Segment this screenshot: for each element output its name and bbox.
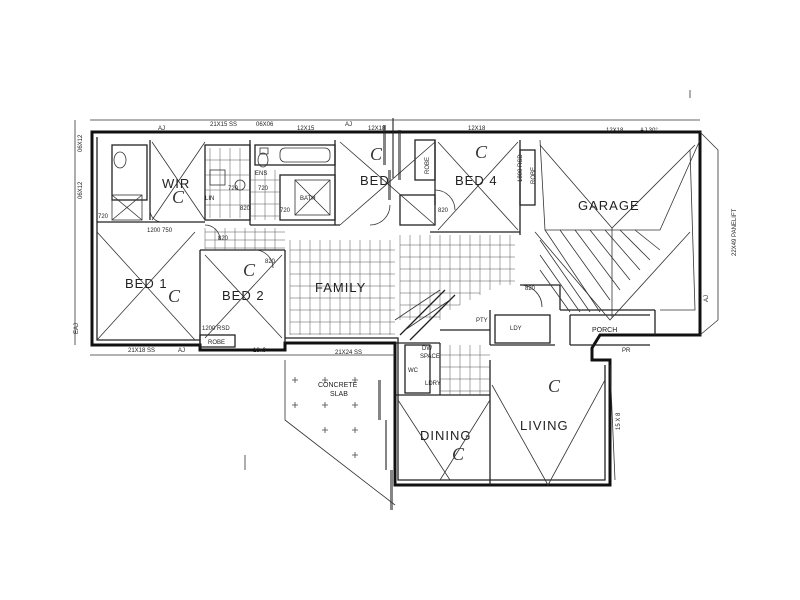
fixtures xyxy=(111,147,331,221)
room-label-family: FAMILY xyxy=(315,280,366,295)
dim-bed1-door: 1200 750 xyxy=(147,228,173,234)
ceiling-diagonals xyxy=(96,139,701,486)
dim-pty: PTY xyxy=(476,318,488,324)
dim-door-820e: 820 xyxy=(218,236,229,242)
dim-ldry: LDRY xyxy=(425,381,441,387)
dim-lin: LIN xyxy=(205,196,214,202)
dim-bottom-mid: 21X24 SS xyxy=(335,350,362,356)
dim-top-3: 12X15 xyxy=(297,126,315,132)
dim-bed2-robe: 1200 RSD xyxy=(202,326,230,332)
door-swings xyxy=(149,189,543,308)
dim-bed2-window: 18x9 xyxy=(253,348,267,354)
slab-label-line1: CONCRETE xyxy=(318,382,358,389)
garage-hatching xyxy=(539,229,661,313)
dim-bed4-robe-label: ROBE xyxy=(531,167,537,184)
room-label-garage: GARAGE xyxy=(578,198,640,213)
slab-marks xyxy=(292,377,358,458)
ceiling-mark: C xyxy=(475,142,488,162)
exterior-marks xyxy=(74,90,719,506)
dim-dw: DW xyxy=(422,346,432,352)
tile-grid xyxy=(204,148,515,395)
ceiling-mark: C xyxy=(172,187,185,207)
room-labels: WIR BED 1 BED 2 BED BED 4 GARAGE FAMILY … xyxy=(125,173,640,443)
dimension-labels: AJ 21X15 SS 06X06 12X15 AJ 12X18 12X18 1… xyxy=(74,122,738,430)
dim-door-720d: 720 xyxy=(280,208,291,214)
dim-door-820d: 820 xyxy=(525,286,536,292)
dim-top-1: 21X15 SS xyxy=(210,122,237,128)
room-label-bed2: BED 2 xyxy=(222,288,265,303)
dim-bed2-robe-label: ROBE xyxy=(208,340,225,346)
dim-door-720c: 720 xyxy=(258,186,269,192)
dim-right: 15 X 8 xyxy=(616,412,622,430)
dim-left-mid: 06X12 xyxy=(78,181,84,199)
room-label-bed4: BED 4 xyxy=(455,173,498,188)
dim-bed3-robe: ROBE xyxy=(425,157,431,174)
dim-aj-top-mid: AJ xyxy=(345,122,352,128)
dim-door-720a: 720 xyxy=(98,214,109,220)
dim-top-5: 12X18 xyxy=(468,126,486,132)
dim-bath: BATH xyxy=(300,196,316,202)
dim-bottom-left: 21X18 SS xyxy=(128,348,155,354)
dim-ldy: LDY xyxy=(510,326,522,332)
dim-top-2: 06X06 xyxy=(256,122,274,128)
hall-diagonal xyxy=(394,289,456,341)
ceiling-mark: C xyxy=(243,260,256,280)
room-label-wir: WIR xyxy=(162,176,190,191)
dim-left-top: 06X12 xyxy=(78,134,84,152)
ceiling-mark: C xyxy=(452,444,465,464)
ceiling-mark: C xyxy=(548,376,561,396)
room-label-bed3: BED xyxy=(360,173,390,188)
dim-aj-bottom: AJ xyxy=(178,348,185,354)
room-label-dining: DINING xyxy=(420,428,472,443)
scan-noise xyxy=(378,118,401,510)
room-label-living: LIVING xyxy=(520,418,569,433)
dim-space: SPACE xyxy=(420,354,440,360)
dim-door-820c: 820 xyxy=(438,208,449,214)
dim-aj-top-left: AJ xyxy=(158,126,165,132)
dim-left-bottom: EAJ xyxy=(74,323,80,334)
dim-wc: WC xyxy=(408,368,419,374)
slab-label-line2: SLAB xyxy=(330,391,348,398)
room-label-porch: PORCH xyxy=(592,327,617,334)
ceiling-marks: C C C C C C C xyxy=(168,142,561,464)
dim-top-6: 12X18 xyxy=(606,128,624,134)
ceiling-mark: C xyxy=(370,144,383,164)
dim-ens: ENS xyxy=(255,171,267,177)
dim-garage-right: 22X49 PANELIFT xyxy=(732,208,738,256)
dim-door-820a: 820 xyxy=(240,206,251,212)
dim-top-4: 12X18 xyxy=(368,126,386,132)
dim-bed4-robe: 1800 RSD xyxy=(518,154,524,182)
dim-garage-aj: AJ xyxy=(704,295,710,302)
dim-door-720b: 720 xyxy=(228,186,239,192)
room-label-bed1: BED 1 xyxy=(125,276,168,291)
dim-aj-top-right: AJ 30° xyxy=(640,128,658,134)
dim-pr: PR xyxy=(622,348,631,354)
ceiling-mark: C xyxy=(168,286,181,306)
dim-door-820b: 820 xyxy=(265,259,276,265)
